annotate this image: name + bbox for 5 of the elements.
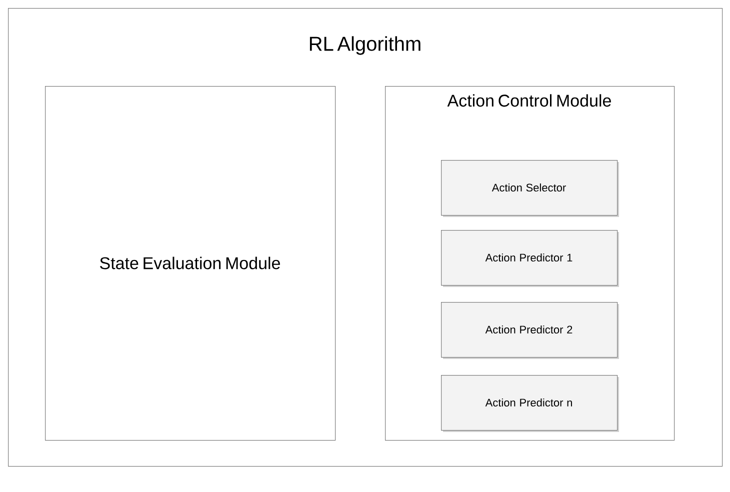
component-box: Action Selector (441, 160, 619, 217)
component-box: Action Predictor 1 (441, 230, 619, 287)
module-box: State Evaluation Module (45, 86, 336, 441)
component-box: Action Predictor n (441, 375, 619, 432)
component-box: Action Predictor 2 (441, 302, 619, 359)
